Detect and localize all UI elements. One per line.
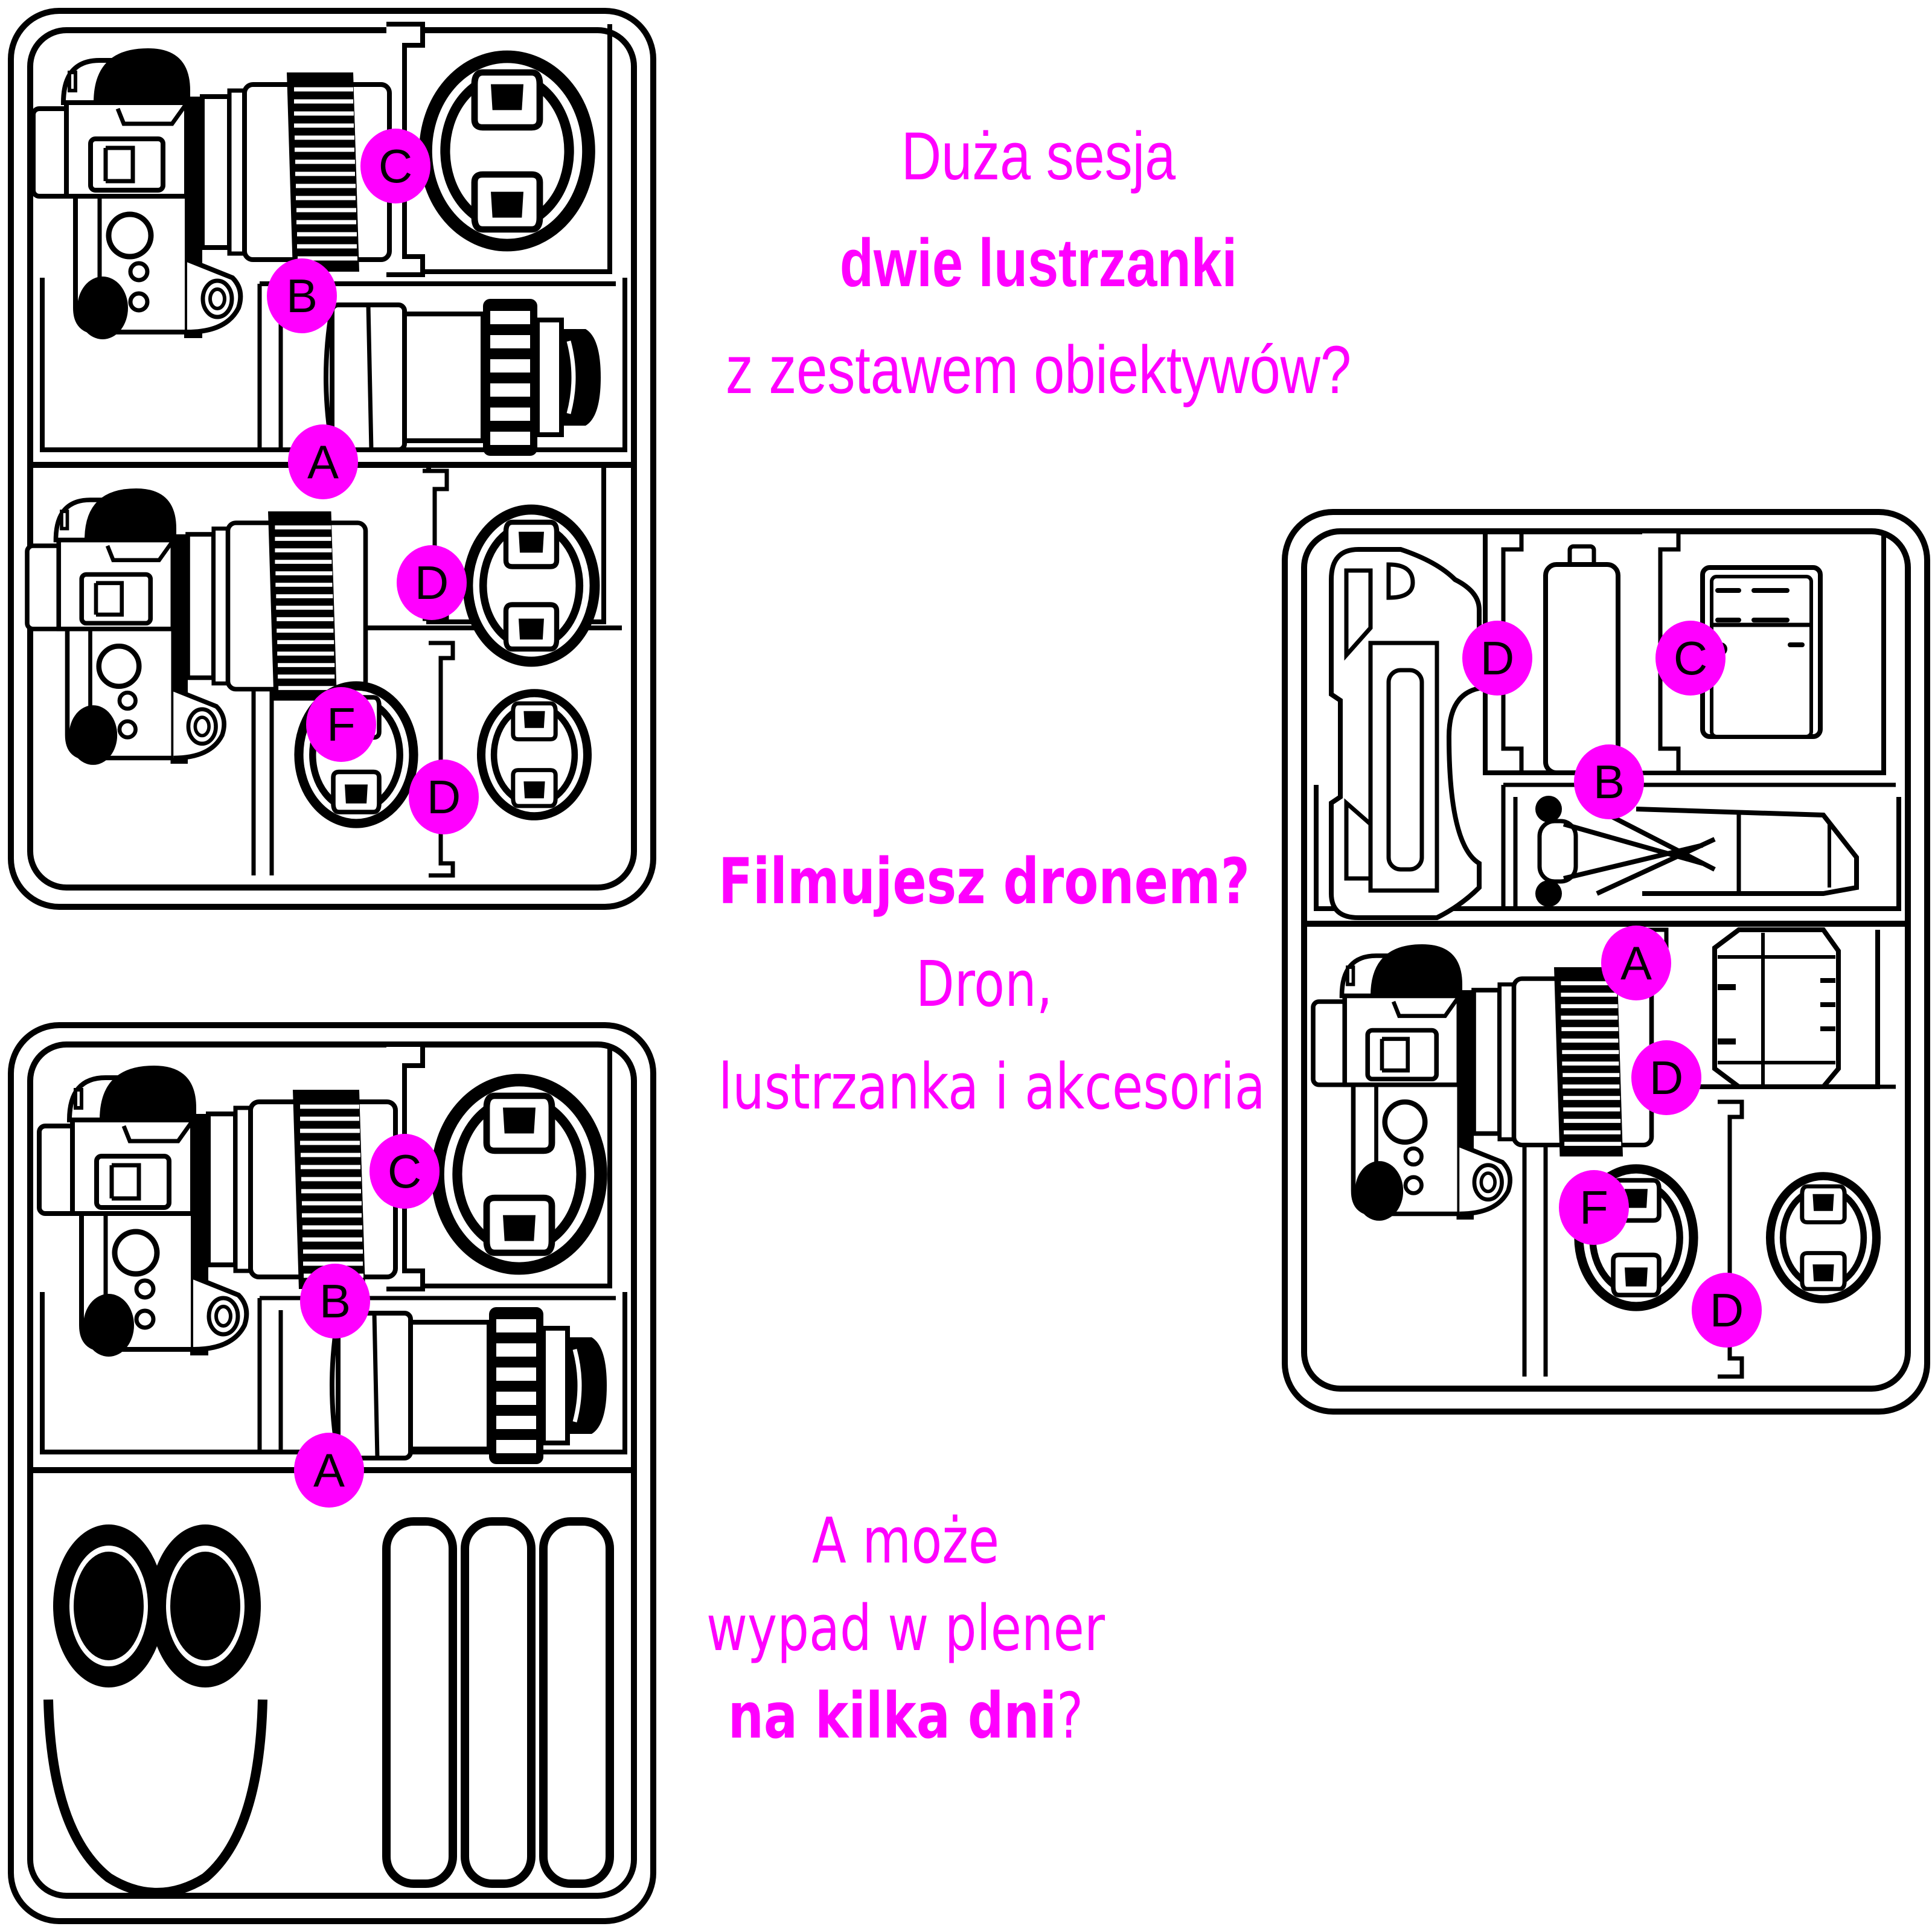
badge-label: B (319, 1275, 351, 1328)
caption-line-bold: na kilka dni (728, 1679, 1057, 1753)
badge-d: D (1692, 1273, 1762, 1348)
telephoto-lens-icon (332, 1307, 607, 1464)
caption-line: lustrzanka i akcesoria (718, 1050, 1265, 1124)
badge-label: A (1620, 936, 1652, 990)
badge-label: C (388, 1145, 421, 1198)
caption-line: wypad w plener (706, 1591, 1105, 1665)
badge-label: D (1710, 1284, 1744, 1337)
badge-label: D (1480, 632, 1514, 685)
badge-label: F (327, 698, 356, 751)
lens-cap-icon (1770, 1176, 1876, 1299)
caption-line-bold: dwie lustrzanki (839, 225, 1238, 301)
case-drone: D C B A D F D (1280, 507, 1932, 1425)
badge-f: F (1559, 1170, 1629, 1245)
battery-icon (1543, 544, 1620, 775)
case-outdoor-drawing: C B A (8, 1022, 656, 1924)
battery-pack-icon (1712, 927, 1841, 1089)
caption-line: Dron, (915, 947, 1053, 1021)
lens-cap-icon (468, 510, 595, 662)
caption-two-dslr: Duża sesja dwie lustrzanki z zestawem ob… (702, 103, 1375, 423)
badge-label: D (415, 556, 449, 609)
badge-label: C (1674, 632, 1707, 685)
badge-label: F (1579, 1181, 1608, 1234)
badge-a: A (294, 1433, 364, 1508)
badge-a: A (288, 424, 358, 499)
case-drone-drawing: D C B A D F D (1282, 509, 1930, 1415)
lens-cap-large-icon (438, 1080, 601, 1268)
badge-c: C (1655, 621, 1726, 696)
badge-label: D (1649, 1051, 1683, 1104)
drone-icon (1535, 796, 1859, 907)
badge-c: C (369, 1134, 440, 1209)
accessory-slot (461, 1517, 536, 1888)
badge-d: D (397, 545, 467, 620)
badge-a: A (1601, 926, 1671, 1000)
caption-outdoor: A może wypad w plener na kilka dni? (693, 1497, 1118, 1760)
caption-drone: Filmujesz dronem? Dron, lustrzanka i akc… (718, 830, 1265, 1138)
caption-question-mark: ? (1057, 1679, 1084, 1753)
drone-controller-icon (1329, 547, 1482, 920)
caption-line: z zestawem obiektywów? (725, 332, 1352, 408)
case-two-dslr-drawing: C B A D F D (8, 8, 656, 910)
accessory-slot (539, 1517, 614, 1888)
case-two-dslr: C B A D F D (6, 6, 658, 912)
badge-label: C (379, 139, 412, 193)
badge-b: B (300, 1264, 370, 1339)
case-outdoor: C B A (6, 1020, 658, 1926)
telephoto-lens-icon (326, 299, 601, 456)
caption-line-bold: Filmujesz dronem? (718, 845, 1250, 918)
caption-line: A może (811, 1504, 1000, 1578)
badge-b: B (267, 258, 337, 333)
badge-label: B (1593, 755, 1625, 808)
lens-cap-icon (481, 693, 587, 816)
badge-f: F (306, 687, 376, 762)
lens-cap-large-icon (426, 57, 589, 245)
headphones-icon (43, 1524, 267, 1898)
badge-c: C (360, 129, 430, 203)
badge-b: B (1574, 744, 1644, 819)
badge-d: D (409, 760, 479, 834)
badge-label: D (427, 770, 461, 824)
badge-d: D (1631, 1040, 1701, 1115)
badge-label: A (313, 1444, 345, 1497)
caption-line: Duża sesja (901, 118, 1176, 194)
badge-label: B (286, 269, 318, 322)
badge-label: A (307, 435, 339, 488)
badge-d: D (1462, 621, 1532, 696)
accessory-slot (382, 1517, 457, 1888)
